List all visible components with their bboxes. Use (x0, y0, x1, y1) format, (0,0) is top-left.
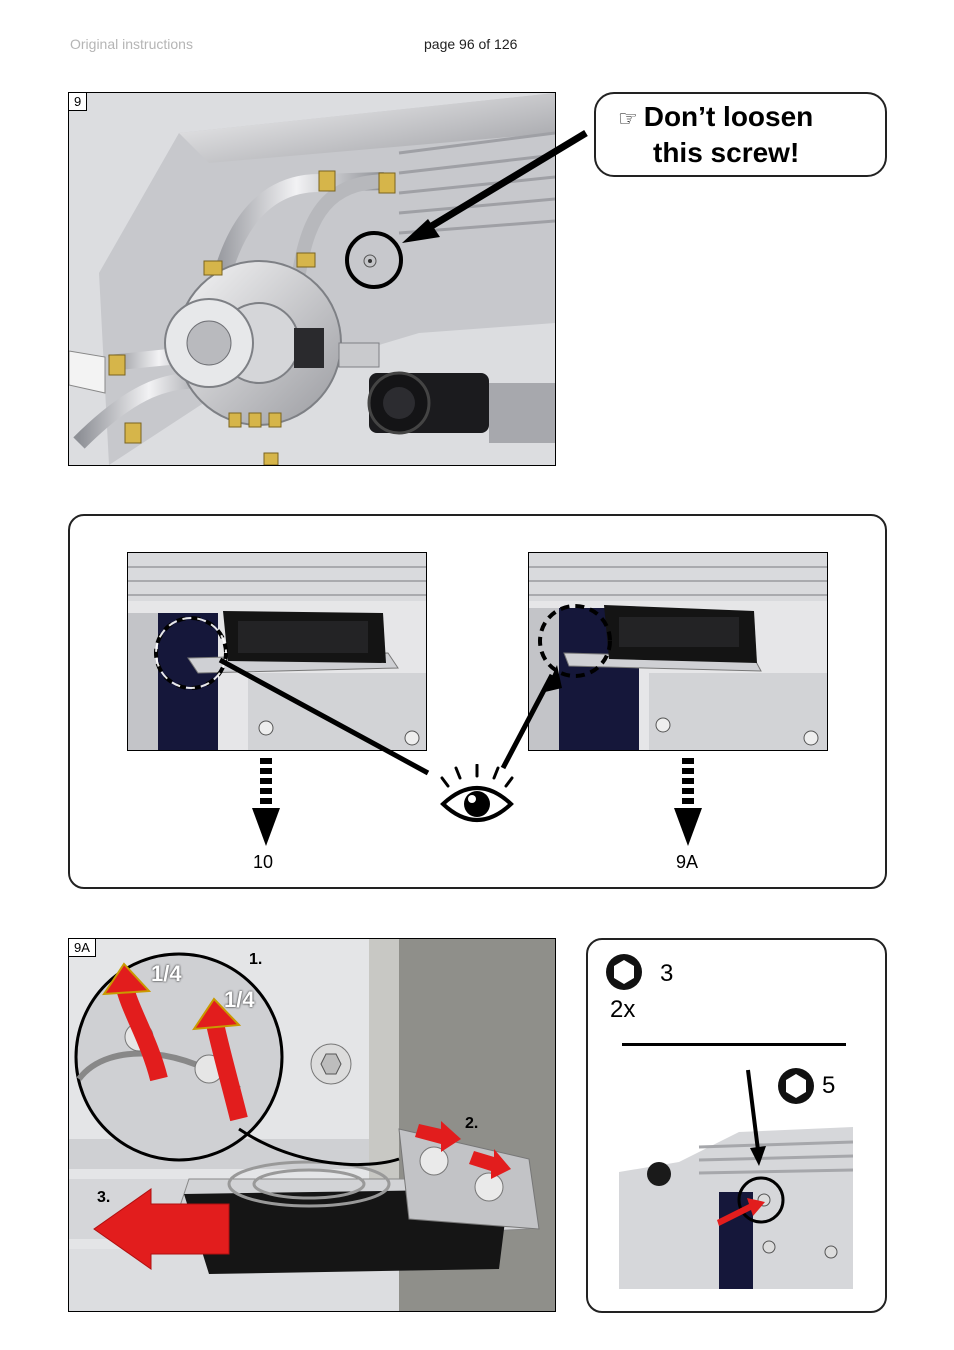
quantity-label: 2x (610, 996, 636, 1023)
warning-line-1: Don’t loosen (643, 101, 814, 132)
hex-size-b: 5 (822, 1072, 836, 1099)
warning-callout: ☞Don’t loosen this screw! (594, 92, 887, 177)
screw-detail-image (619, 1112, 853, 1289)
eye-icon (440, 764, 514, 822)
figure-9a-image: 9A 1. 2. 3. 1/4 1/4 (68, 938, 556, 1312)
down-arrow-right (674, 758, 702, 846)
step-2-label: 2. (465, 1115, 479, 1132)
hex-socket-icon (778, 1068, 814, 1104)
down-arrow-left (252, 758, 280, 846)
hex-size-a: 3 (660, 960, 674, 987)
doc-subtitle: Original instructions (70, 36, 193, 52)
figure-9a-tag: 9A (69, 939, 96, 957)
target-step-right: 9A (676, 852, 699, 872)
fan-view-right (528, 552, 828, 751)
figure-9-image: 9 (68, 92, 556, 466)
fan-view-left (127, 552, 427, 751)
step-1-label: 1. (249, 951, 263, 968)
quarter-turn-label-a: 1/4 (151, 961, 182, 986)
tool-pointer-arrow (746, 1069, 766, 1166)
warning-line-2: this screw! (653, 137, 800, 168)
figure-9-tag: 9 (69, 93, 88, 111)
pointing-hand-icon: ☞ (618, 106, 638, 131)
step-3-label: 3. (97, 1189, 111, 1206)
divider (622, 1043, 846, 1046)
target-step-left: 10 (253, 852, 274, 872)
machine-illustration (69, 93, 555, 465)
page-number: page 96 of 126 (424, 36, 518, 52)
hex-key-icon (606, 954, 642, 990)
inspection-pointers (218, 657, 562, 776)
quarter-turn-label-b: 1/4 (224, 987, 255, 1012)
warning-pointer-arrow (402, 130, 588, 243)
